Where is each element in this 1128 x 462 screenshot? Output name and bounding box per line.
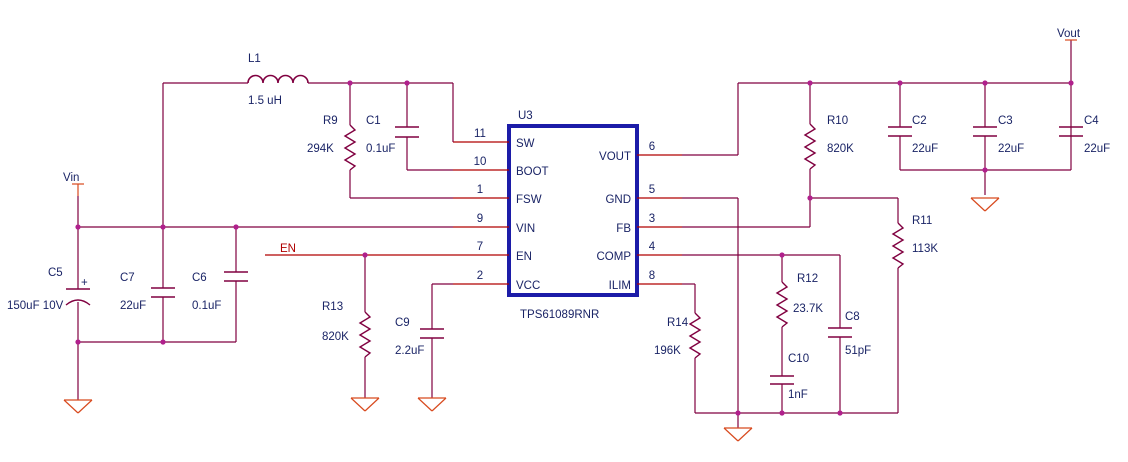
capacitor-c2: C2 22uF [888, 115, 938, 155]
en-net-label: EN [280, 243, 296, 255]
pin-number-vcc: 2 [477, 270, 483, 282]
vout-label: Vout [1057, 28, 1081, 40]
ground-icon [63, 399, 93, 414]
c8-ref: C8 [845, 311, 860, 323]
ground-icon [417, 397, 447, 412]
resistor-r13: R13 820K [322, 301, 372, 358]
r14-value: 196K [654, 345, 681, 357]
pin-name-fb: FB [616, 223, 631, 235]
c7-value: 22uF [120, 300, 146, 312]
capacitor-c3: C3 22uF [973, 115, 1024, 155]
r11-value: 113K [912, 243, 938, 255]
vin-port: Vin [63, 172, 84, 196]
ic-u3: U3 TPS61089RNR 11 10 1 9 7 2 SW BOOT FSW… [453, 110, 682, 321]
resistor-r9: R9 294K [307, 115, 357, 171]
resistor-r10: R10 820K [803, 115, 854, 170]
right-wiring [682, 40, 1072, 428]
c1-value: 0.1uF [366, 143, 395, 155]
c5-value: 150uF 10V [7, 300, 64, 312]
c10-value: 1nF [788, 389, 808, 401]
pin-name-sw: SW [516, 138, 535, 150]
c9-ref: C9 [395, 317, 410, 329]
vout-port: Vout [1057, 28, 1081, 41]
pin-name-comp: COMP [597, 251, 632, 263]
c5-ref: C5 [48, 267, 63, 279]
ic-right-pins: 6 5 3 4 8 VOUT GND FB COMP ILIM [597, 141, 682, 292]
pin-name-fsw: FSW [516, 194, 542, 206]
pin-number-sw: 11 [474, 128, 486, 140]
vin-label: Vin [63, 172, 79, 184]
pin-number-vin: 9 [477, 213, 483, 225]
c4-ref: C4 [1084, 115, 1099, 127]
r14-ref: R14 [667, 317, 689, 329]
resistor-r14: R14 196K [654, 312, 702, 359]
r9-value: 294K [307, 143, 334, 155]
pin-name-vin: VIN [516, 223, 535, 235]
c8-value: 51pF [845, 345, 871, 357]
c2-value: 22uF [912, 143, 938, 155]
pin-number-comp: 4 [649, 241, 656, 253]
ic-left-pins: 11 10 1 9 7 2 SW BOOT FSW VIN EN VCC [453, 128, 549, 292]
junction-dots [75, 80, 1074, 416]
ic-body [507, 124, 639, 297]
resistor-r11: R11 113K [891, 215, 938, 269]
pin-name-vout: VOUT [599, 151, 631, 163]
r11-ref: R11 [912, 215, 932, 227]
left-wiring [77, 82, 454, 400]
r12-value: 23.7K [793, 303, 823, 315]
r9-ref: R9 [323, 115, 338, 127]
r12-ref: R12 [797, 273, 818, 285]
ground-icon [350, 397, 380, 412]
pin-name-vcc: VCC [516, 280, 540, 292]
l1-ref: L1 [248, 53, 261, 65]
c2-ref: C2 [912, 115, 927, 127]
en-label: EN [280, 243, 296, 255]
r13-ref: R13 [322, 301, 343, 313]
capacitor-c4: C4 22uF [1059, 115, 1110, 155]
pin-number-fb: 3 [649, 213, 655, 225]
capacitor-c10: C10 1nF [770, 353, 809, 401]
pin-name-en: EN [516, 251, 532, 263]
ic-part-number: TPS61089RNR [520, 309, 599, 321]
c1-ref: C1 [366, 115, 381, 127]
pin-number-gnd: 5 [649, 184, 655, 196]
capacitor-c5: + C5 150uF 10V [7, 267, 91, 312]
c6-value: 0.1uF [192, 300, 221, 312]
c4-value: 22uF [1084, 143, 1110, 155]
pin-name-gnd: GND [605, 194, 631, 206]
r13-value: 820K [322, 331, 349, 343]
c9-value: 2.2uF [395, 345, 424, 357]
capacitor-c8: C8 51pF [828, 311, 871, 357]
pin-number-boot: 10 [474, 156, 487, 168]
capacitor-c1: C1 0.1uF [366, 115, 419, 155]
c3-ref: C3 [998, 115, 1013, 127]
ground-icon [970, 197, 1000, 212]
r10-ref: R10 [827, 115, 848, 127]
ground-icon [723, 427, 753, 442]
c6-ref: C6 [192, 272, 207, 284]
capacitor-c7: C7 22uF [120, 272, 175, 312]
pin-number-en: 7 [477, 241, 483, 253]
c7-ref: C7 [120, 272, 135, 284]
inductor-l1: L1 1.5 uH [247, 53, 309, 107]
c3-value: 22uF [998, 143, 1024, 155]
r10-value: 820K [827, 143, 854, 155]
capacitor-c9: C9 2.2uF [395, 317, 444, 357]
resistor-r12: R12 23.7K [775, 273, 823, 328]
pin-name-boot: BOOT [516, 166, 549, 178]
pin-number-ilim: 8 [649, 270, 655, 282]
c10-ref: C10 [788, 353, 809, 365]
pin-name-ilim: ILIM [609, 280, 631, 292]
pin-number-fsw: 1 [477, 184, 483, 196]
l1-value: 1.5 uH [248, 95, 282, 107]
c5-polarity-mark: + [81, 277, 88, 289]
capacitor-c6: C6 0.1uF [192, 271, 248, 312]
ground-symbols [63, 197, 1000, 442]
ic-ref: U3 [518, 110, 533, 122]
pin-number-vout: 6 [649, 141, 655, 153]
